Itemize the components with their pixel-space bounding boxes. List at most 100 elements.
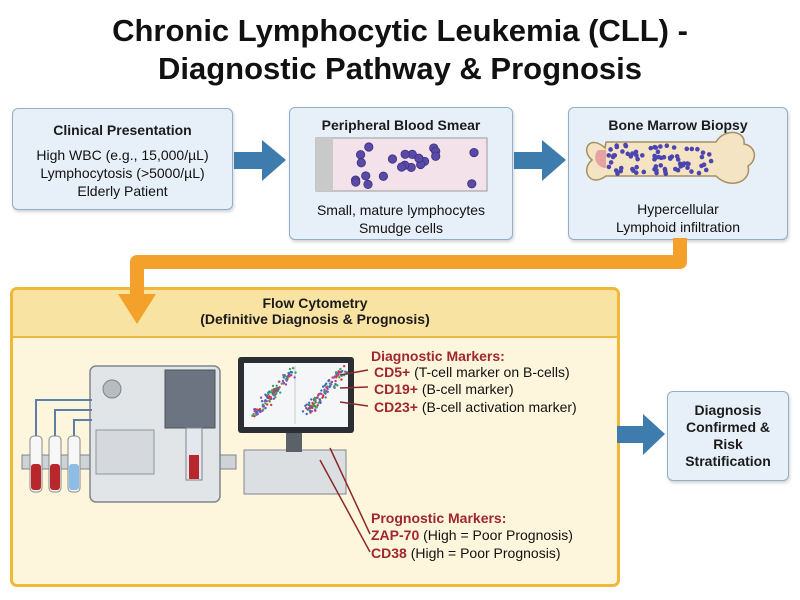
- cell-dot: [652, 144, 657, 150]
- cell-dot: [340, 378, 343, 381]
- prognostic-marker-zap70: ZAP-70 (High = Poor Prognosis): [371, 527, 573, 543]
- cell-dot: [305, 412, 308, 416]
- cell-dot: [606, 153, 612, 158]
- title-line-1: Chronic Lymphocytic Leukemia (CLL) -: [112, 13, 688, 48]
- marker-desc: (B-cell marker): [421, 381, 514, 397]
- diagnostic-markers-heading: Diagnostic Markers:: [371, 348, 505, 364]
- cell-dot: [278, 380, 281, 383]
- flow-cytometry-header: Flow Cytometry (Definitive Diagnosis & P…: [13, 290, 617, 338]
- cell-dot: [700, 150, 706, 155]
- cell-dot: [275, 391, 278, 395]
- prognostic-marker-cd38: CD38 (High = Poor Prognosis): [371, 545, 560, 561]
- result-line: Diagnosis: [694, 402, 762, 418]
- cell-dot: [338, 375, 341, 379]
- cell-dot: [658, 155, 664, 161]
- cell-dot: [674, 154, 680, 159]
- cell-dot: [703, 167, 709, 173]
- cell-dot: [313, 396, 317, 400]
- cell-dot: [290, 374, 293, 377]
- marker-code: ZAP-70: [371, 527, 420, 543]
- cell-dot: [252, 412, 255, 416]
- cell-dot: [361, 171, 371, 181]
- cell-dot: [608, 160, 614, 165]
- marker-desc: (High = Poor Prognosis): [410, 545, 561, 561]
- cell-dot: [291, 366, 295, 370]
- clinical-presentation-heading: Clinical Presentation: [53, 122, 192, 138]
- cell-dot: [251, 414, 254, 418]
- cell-dot: [269, 396, 272, 399]
- cell-dot: [664, 143, 670, 148]
- cell-dot: [307, 401, 311, 404]
- cell-dot: [640, 153, 645, 158]
- page-title: Chronic Lymphocytic Leukemia (CLL) - Dia…: [0, 12, 800, 88]
- computer-monitor-illustration: [238, 357, 354, 495]
- cell-dot: [696, 170, 702, 176]
- cell-dot: [265, 394, 268, 398]
- cell-dot: [653, 164, 659, 169]
- cell-dot: [355, 150, 366, 160]
- cell-dot: [658, 144, 663, 149]
- blood-smear-heading: Peripheral Blood Smear: [321, 117, 481, 133]
- cell-dot: [356, 158, 366, 168]
- cell-dot: [335, 374, 339, 378]
- cell-dot: [341, 370, 344, 373]
- diagnostic-marker-cd23: CD23+ (B-cell activation marker): [374, 399, 577, 415]
- cell-dot: [289, 370, 293, 374]
- cell-dot: [333, 384, 336, 388]
- cell-dot: [314, 398, 317, 402]
- cell-dot: [685, 165, 690, 170]
- cell-dot: [256, 408, 259, 411]
- cell-dot: [264, 402, 267, 405]
- result-line: Risk: [713, 436, 743, 452]
- marker-desc: (High = Poor Prognosis): [423, 527, 573, 543]
- bone-marrow-line: Lymphoid infiltration: [616, 219, 740, 235]
- cell-dot: [269, 390, 272, 394]
- cell-dot: [667, 156, 673, 161]
- cell-dot: [271, 384, 275, 388]
- cell-dot: [671, 145, 677, 150]
- cell-dot: [274, 396, 277, 399]
- cell-dot: [618, 168, 624, 174]
- cell-dot: [342, 364, 346, 368]
- cell-dot: [317, 393, 320, 396]
- cell-dot: [321, 395, 325, 399]
- diagnostic-marker-cd19: CD19+ (B-cell marker): [374, 381, 514, 397]
- cell-dot: [613, 168, 619, 173]
- flow-cytometer-illustration: [21, 365, 237, 503]
- cell-dot: [281, 379, 285, 383]
- cell-dot: [315, 406, 319, 409]
- cell-dot: [614, 144, 620, 150]
- clinical-line: Elderly Patient: [77, 183, 168, 199]
- cell-dot: [684, 161, 690, 166]
- cell-dot: [699, 154, 705, 160]
- cell-dot: [641, 169, 647, 175]
- cell-dot: [706, 152, 712, 157]
- cell-dot: [280, 382, 284, 385]
- cell-dot: [272, 392, 276, 396]
- cell-dot: [608, 147, 613, 152]
- bone-illustration: [586, 131, 756, 184]
- cell-dot: [311, 401, 314, 405]
- cell-dot: [332, 376, 336, 379]
- arrow-smear-to-marrow: [514, 140, 566, 181]
- cell-dot: [259, 396, 263, 399]
- cell-dot: [630, 166, 635, 172]
- cell-dot: [634, 164, 639, 170]
- cell-dot: [294, 371, 297, 374]
- cell-dot: [323, 384, 327, 387]
- cell-dot: [658, 163, 664, 168]
- cell-dot: [689, 169, 694, 174]
- cell-dot: [364, 142, 374, 152]
- cell-dot: [324, 396, 327, 399]
- arrow-flow-to-result: [617, 414, 665, 455]
- cell-dot: [695, 146, 700, 152]
- blood-smear-slide-illustration: [315, 137, 488, 192]
- cell-dot: [336, 384, 339, 387]
- cell-dot: [268, 400, 271, 403]
- cell-dot: [625, 151, 631, 157]
- cell-dot: [261, 409, 264, 412]
- arrow-clinical-to-smear: [234, 140, 286, 181]
- cell-dot: [308, 409, 312, 413]
- marker-code: CD19+: [374, 381, 418, 397]
- cell-dot: [681, 161, 687, 166]
